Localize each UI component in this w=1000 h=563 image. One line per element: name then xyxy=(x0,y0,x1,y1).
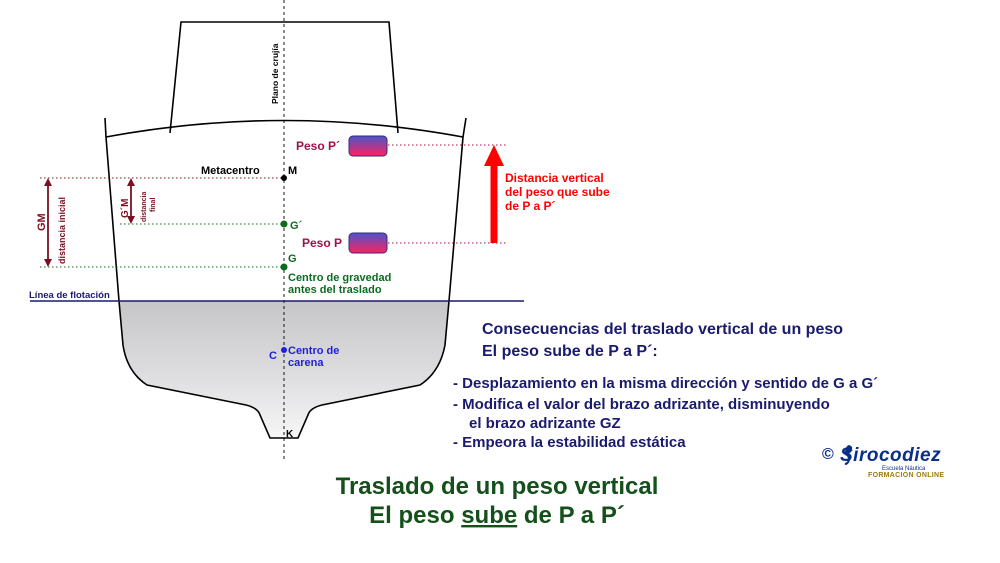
hull-underwater xyxy=(119,301,449,438)
weight-p-prime xyxy=(348,135,388,157)
label-distancia-inicial: distancia inicial xyxy=(57,197,67,264)
footer-title-post: de P a P´ xyxy=(517,502,625,529)
arrow-note-line1: Distancia vertical xyxy=(505,171,604,185)
gpm-arrowhead-top xyxy=(127,178,135,186)
consequences-item-2a: - Modifica el valor del brazo adrizante,… xyxy=(453,396,830,413)
label-k: K xyxy=(286,429,294,440)
arrow-note-line2: del peso que sube xyxy=(505,185,610,199)
label-gprime: G´ xyxy=(290,220,303,232)
point-gprime xyxy=(280,220,288,228)
label-peso-p-prime: Peso P´ xyxy=(296,139,340,153)
brand-online: FORMACIÓN ONLINE xyxy=(868,472,945,479)
brand-logo: © Sirocodiez Escuela Náutica FORMACIÓN O… xyxy=(822,443,982,479)
footer-title-pre: El peso xyxy=(369,502,461,529)
label-final: final xyxy=(150,198,157,212)
label-centro-gravedad-2: antes del traslado xyxy=(288,284,382,296)
consequences-heading-2: El peso sube de P a P´: xyxy=(482,343,658,360)
label-centro-carena-2: carena xyxy=(288,357,324,369)
footer-title-line2: El peso sube de P a P´ xyxy=(369,502,625,529)
label-centro-carena-1: Centro de xyxy=(288,345,339,357)
label-distancia: distancia xyxy=(141,192,148,222)
point-c xyxy=(281,347,287,353)
brand-school: Escuela Náutica xyxy=(882,466,926,472)
label-plano-crujia: Plano de crujía xyxy=(270,43,280,104)
label-c: C xyxy=(269,350,277,362)
footer-title-underlined: sube xyxy=(461,502,517,529)
gm-arrowhead-top xyxy=(44,178,52,186)
consequences-heading-1: Consecuencias del traslado vertical de u… xyxy=(482,321,843,338)
label-m: M xyxy=(288,165,297,177)
label-g: G xyxy=(288,253,297,265)
point-g xyxy=(280,263,288,271)
consequences-item-2b: el brazo adrizante GZ xyxy=(469,415,621,432)
label-metacentro: Metacentro xyxy=(201,165,260,177)
footer-title-line1: Traslado de un peso vertical xyxy=(336,473,659,500)
label-gm: GM xyxy=(36,213,48,231)
label-peso-p: Peso P xyxy=(302,236,342,250)
arrow-note-line3: de P a P´ xyxy=(505,199,555,213)
brand-name: Sirocodiez xyxy=(840,445,942,466)
deck-line xyxy=(105,119,464,138)
label-gpm: G´M xyxy=(120,199,131,218)
gm-arrowhead-bottom xyxy=(44,259,52,267)
point-m xyxy=(281,175,287,181)
superstructure xyxy=(169,21,399,134)
consequences-item-3: - Empeora la estabilidad estática xyxy=(453,434,686,451)
label-linea-flotacion: Línea de flotación xyxy=(29,290,110,301)
label-centro-gravedad-1: Centro de gravedad xyxy=(288,272,391,284)
gpm-arrowhead-bottom xyxy=(127,216,135,224)
copyright-symbol: © xyxy=(822,446,834,463)
consequences-item-1: - Desplazamiento en la misma dirección y… xyxy=(453,375,878,392)
weight-p xyxy=(348,232,388,254)
seahorse-icon xyxy=(844,445,853,465)
red-arrowhead xyxy=(484,145,504,166)
